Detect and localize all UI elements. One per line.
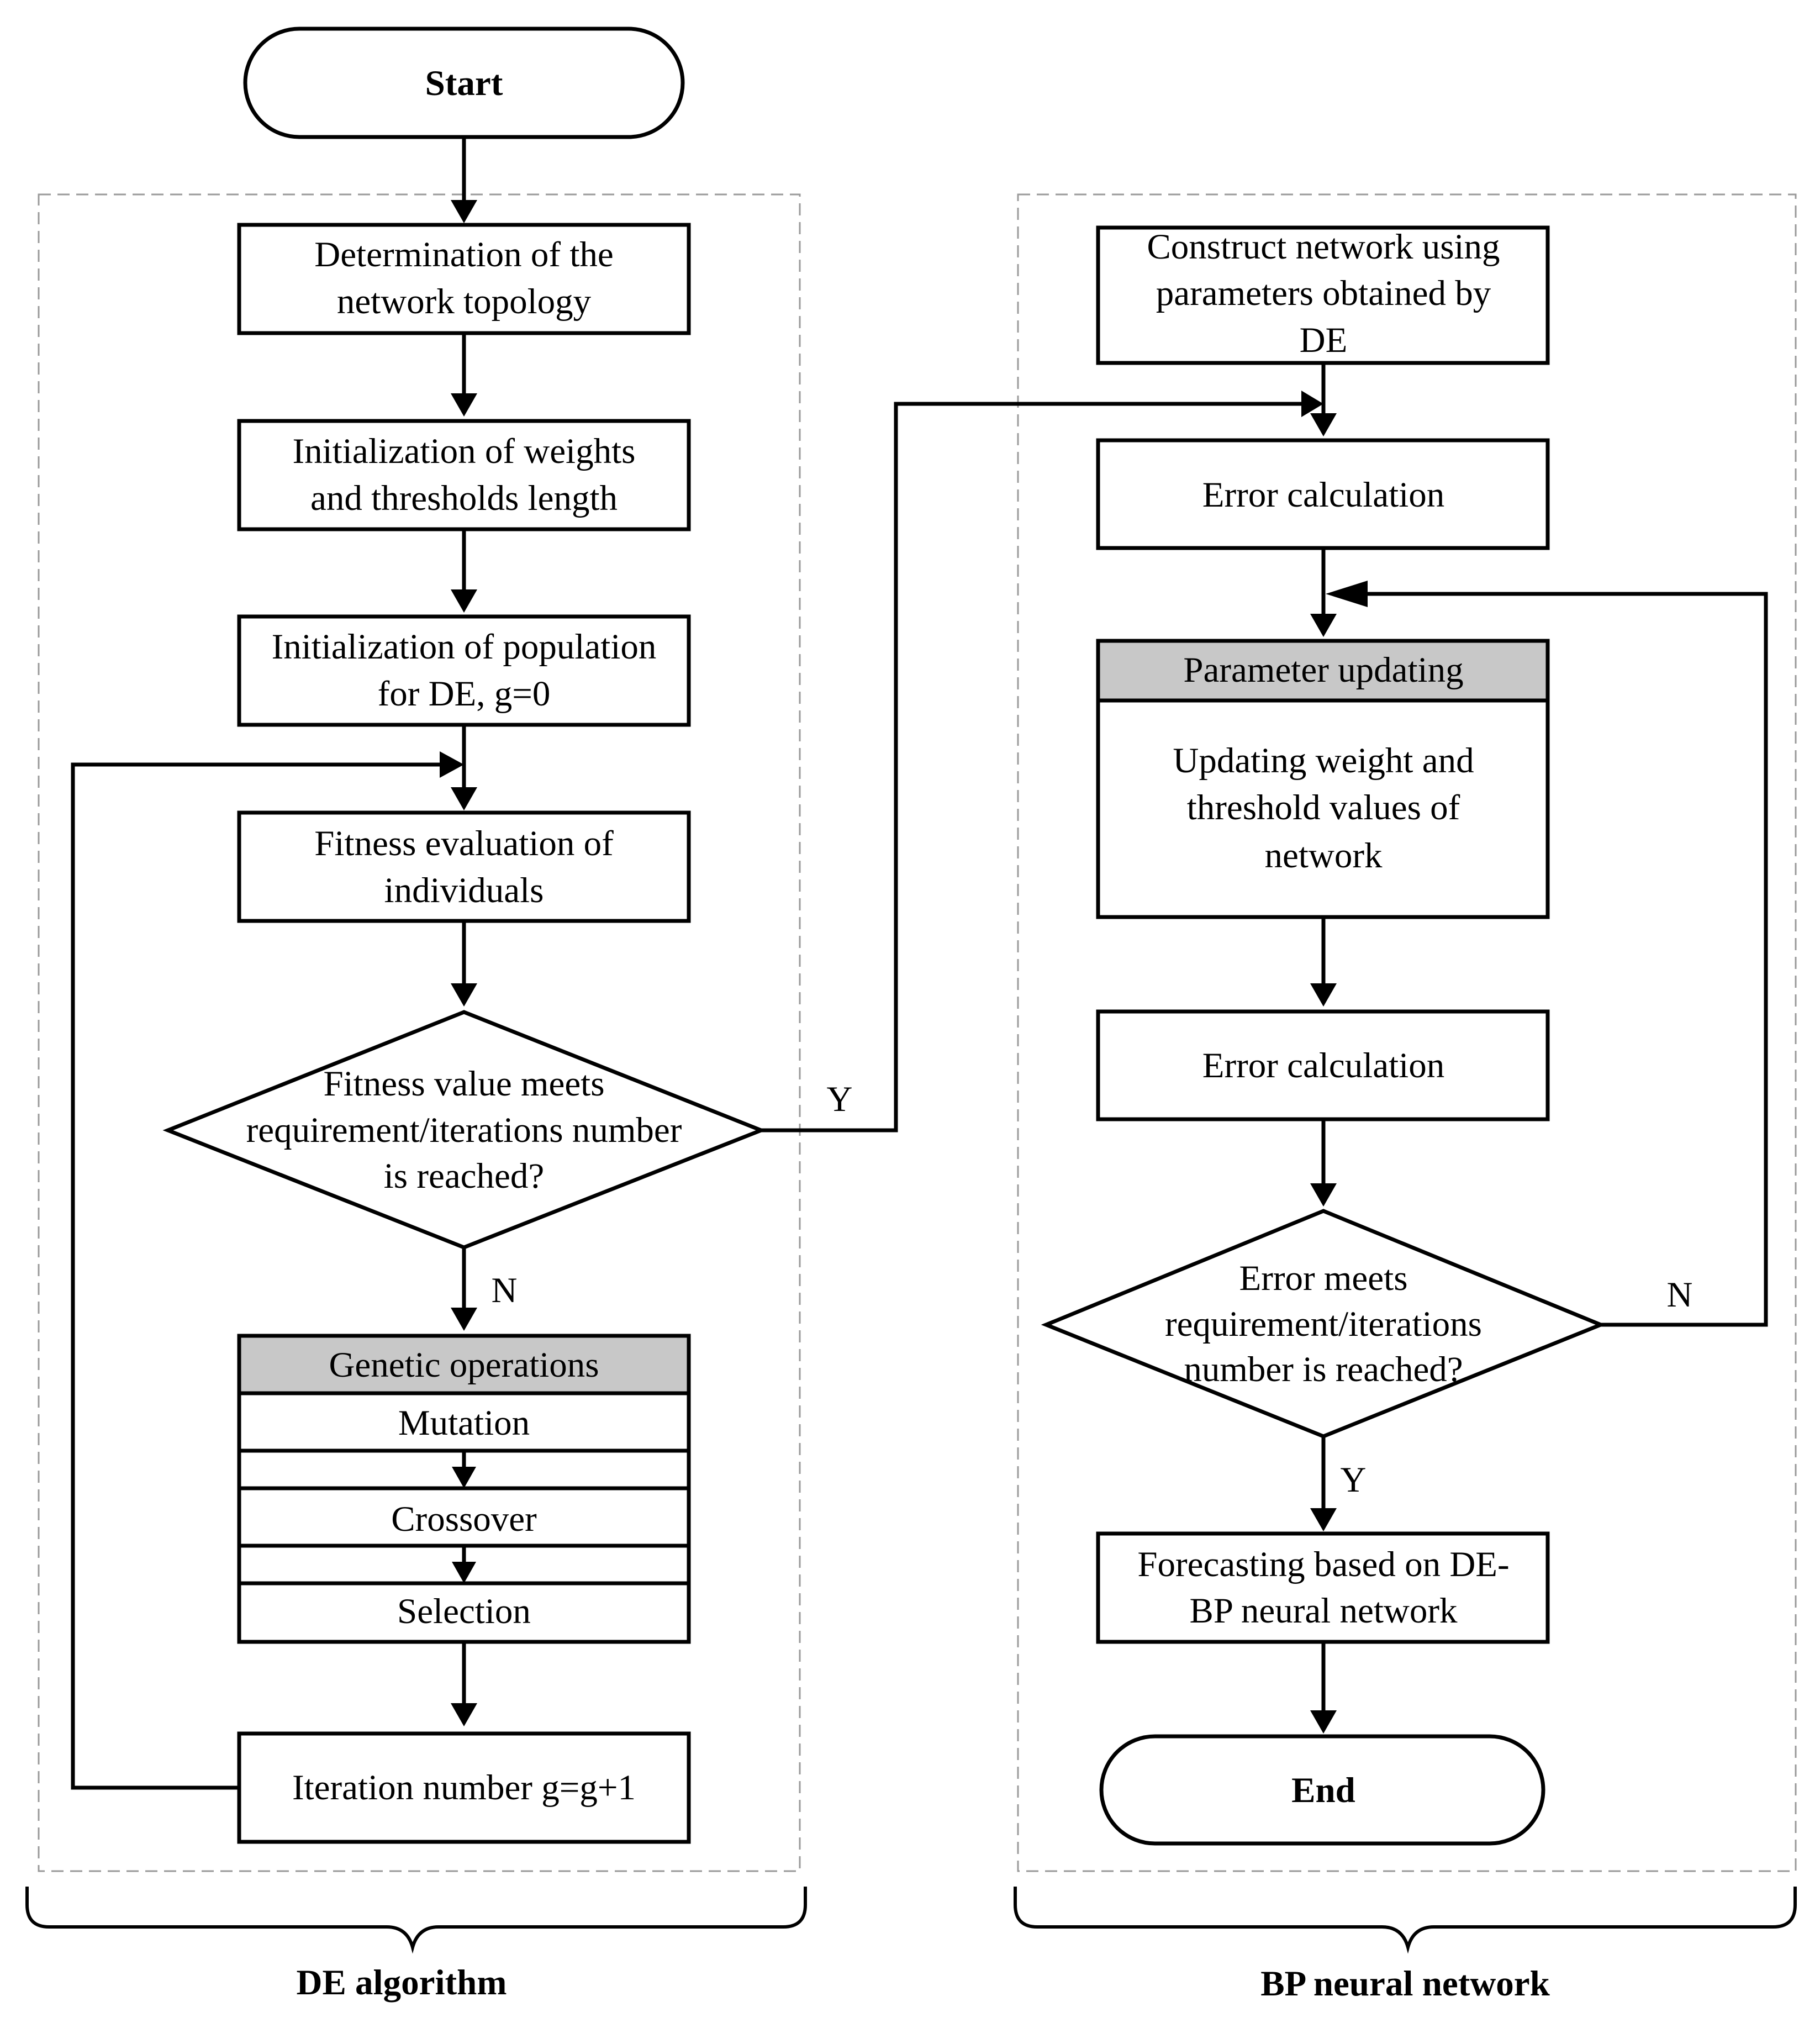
iteration-step: Iteration number g=g+1	[237, 1731, 691, 1844]
bp-network-group-frame	[1017, 193, 1797, 1872]
fitness-evaluation-step: Fitness evaluation of individuals	[237, 810, 691, 923]
init-weights-line-1: Initialization of weights	[293, 431, 636, 471]
fitness-decision-line-2: requirement/iterations number	[246, 1110, 682, 1150]
error-calc-2-label: Error calculation	[1202, 1046, 1445, 1086]
bp-flow-arrowheads	[1310, 413, 1368, 1734]
de-algorithm-group-frame	[38, 193, 801, 1872]
init-population-line-1: Initialization of population	[272, 627, 657, 667]
de-flow-arrowheads	[440, 200, 1323, 1726]
fitness-eval-line-2: individuals	[384, 871, 544, 910]
de-algorithm-brace	[25, 1887, 807, 1954]
init-weights-line-2: and thresholds length	[310, 478, 618, 518]
init-population-line-2: for DE, g=0	[378, 674, 551, 714]
bp-flow-connectors	[1321, 363, 1768, 1710]
init-weights-step: Initialization of weights and thresholds…	[237, 419, 691, 531]
topology-line-2: network topology	[337, 282, 592, 322]
de-algorithm-label: DE algorithm	[297, 1963, 507, 2003]
topology-line-1: Determination of the	[314, 235, 614, 275]
error-decision-line-3: number is reached?	[1184, 1350, 1463, 1389]
start-label: Start	[425, 64, 503, 103]
selection-label: Selection	[397, 1592, 531, 1631]
genetic-operations-header: Genetic operations	[329, 1345, 599, 1385]
param-body-line-2: threshold values of	[1187, 788, 1460, 828]
construct-line-2: parameters obtained by	[1156, 273, 1491, 313]
forecast-line-1: Forecasting based on DE-	[1137, 1545, 1509, 1584]
construct-network-step: Construct network using parameters obtai…	[1096, 225, 1550, 365]
mutation-label: Mutation	[398, 1403, 530, 1443]
init-population-step: Initialization of population for DE, g=0	[237, 614, 691, 727]
iteration-label: Iteration number g=g+1	[292, 1768, 636, 1808]
crossover-label: Crossover	[391, 1499, 537, 1539]
forecast-line-2: BP neural network	[1190, 1591, 1458, 1631]
error-calculation-step-1: Error calculation	[1096, 438, 1550, 550]
end-label: End	[1291, 1771, 1355, 1810]
fitness-eval-line-1: Fitness evaluation of	[314, 824, 614, 863]
error-decision-line-2: requirement/iterations	[1165, 1304, 1482, 1344]
genetic-operations-block: Genetic operations Mutation Crossover Se…	[237, 1334, 691, 1644]
de-flow-connectors	[71, 137, 1301, 1790]
bp-network-brace	[1014, 1887, 1797, 1954]
fitness-decision: Fitness value meets requirement/iteratio…	[162, 1010, 767, 1250]
error-yes-label: Y	[1341, 1460, 1367, 1500]
error-decision-line-1: Error meets	[1239, 1258, 1407, 1298]
bp-network-label: BP neural network	[1260, 1964, 1550, 2004]
error-calc-1-label: Error calculation	[1202, 475, 1445, 515]
error-decision: Error meets requirement/iterations numbe…	[1041, 1209, 1606, 1439]
parameter-updating-header: Parameter updating	[1183, 650, 1463, 690]
param-body-line-1: Updating weight and	[1173, 741, 1474, 781]
end-terminal: End	[1099, 1734, 1545, 1846]
forecasting-step: Forecasting based on DE- BP neural netwo…	[1096, 1531, 1550, 1644]
fitness-decision-line-1: Fitness value meets	[323, 1064, 604, 1104]
error-no-label: N	[1667, 1275, 1693, 1315]
fitness-yes-label: Y	[827, 1079, 853, 1119]
construct-line-3: DE	[1300, 320, 1348, 360]
topology-step: Determination of the network topology	[237, 223, 691, 335]
start-terminal: Start	[243, 27, 685, 139]
fitness-no-label: N	[492, 1271, 518, 1310]
parameter-updating-block: Parameter updating Updating weight and t…	[1096, 639, 1550, 919]
fitness-decision-line-3: is reached?	[384, 1156, 545, 1196]
construct-line-1: Construct network using	[1147, 227, 1500, 267]
error-calculation-step-2: Error calculation	[1096, 1009, 1550, 1121]
param-body-line-3: network	[1265, 836, 1383, 876]
